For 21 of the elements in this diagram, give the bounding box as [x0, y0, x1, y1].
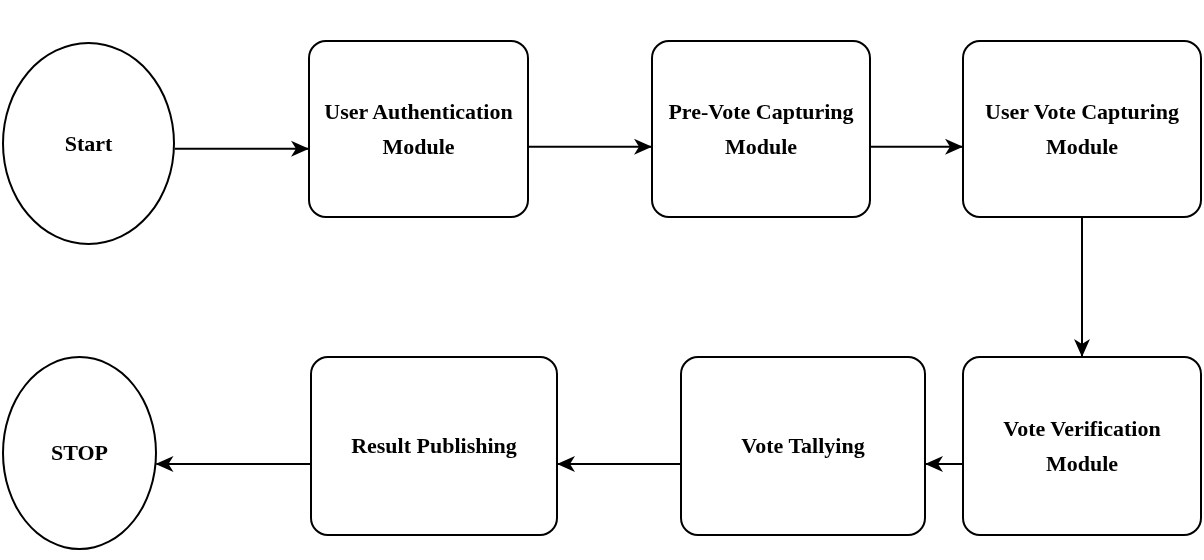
arrow: [870, 138, 963, 155]
node-label: Vote Tallying: [740, 432, 866, 461]
arrow: [528, 138, 652, 155]
node-label: STOP: [49, 439, 110, 468]
node-label: Start: [63, 129, 114, 158]
arrow: [557, 456, 681, 472]
node-label: User Authentication Module: [323, 97, 514, 161]
process-box: [308, 40, 529, 218]
process-box: [310, 356, 558, 536]
arrow: [173, 140, 309, 157]
process-box: [962, 40, 1202, 218]
process-box: [962, 356, 1202, 536]
arrow: [155, 456, 311, 472]
arrow: [925, 456, 963, 472]
process-box: [680, 356, 926, 536]
node-label: Result Publishing: [350, 432, 518, 461]
process-box: [651, 40, 871, 218]
node-label: Vote Verification Module: [1002, 414, 1162, 478]
arrow: [1074, 217, 1090, 357]
node-label: User Vote Capturing Module: [984, 97, 1180, 161]
node-label: Pre-Vote Capturing Module: [667, 97, 855, 161]
